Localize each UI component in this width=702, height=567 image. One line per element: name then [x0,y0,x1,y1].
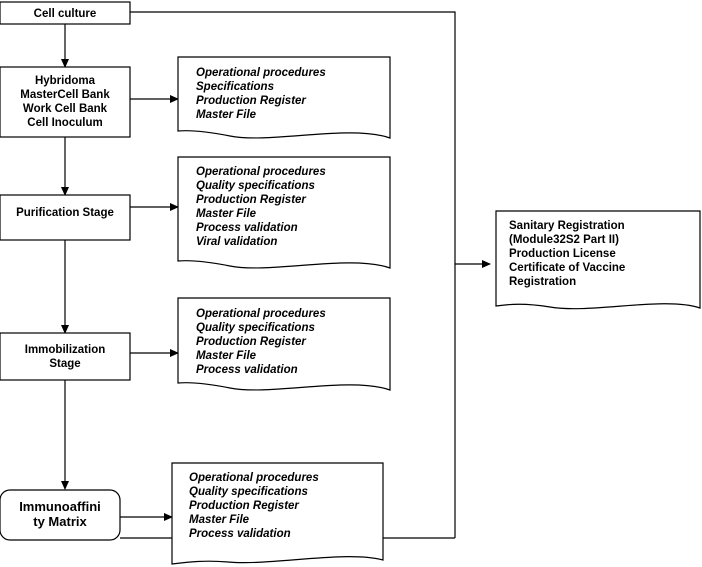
registration-document: Sanitary Registration (Module32S2 Part I… [495,210,701,310]
doc4-line-3: Master File [189,514,250,526]
immobilization-line-1: Stage [49,358,80,370]
doc2-line-0: Operational procedures [196,166,326,178]
document-3: Operational procedures Quality specifica… [177,297,391,391]
doc1-line-3: Master File [196,109,257,121]
doc4-line-1: Quality specifications [189,486,308,498]
purification-stage-box: Purification Stage [0,194,131,241]
registration-line-1: (Module32S2 Part II) [509,234,619,246]
doc2-line-3: Master File [196,208,257,220]
registration-line-3: Certificate of Vaccine [509,262,625,274]
hybridoma-line-2: Work Cell Bank [23,103,108,115]
hybridoma-line-0: Hybridoma [35,75,96,87]
immobilization-line-0: Immobilization [25,344,106,356]
cell-culture-line-0: Cell culture [34,8,97,20]
doc4-line-4: Process validation [189,528,291,540]
doc3-line-2: Production Register [196,336,306,348]
hybridoma-box: Hybridoma MasterCell Bank Work Cell Bank… [0,66,131,138]
doc1-line-2: Production Register [196,95,306,107]
doc1-line-0: Operational procedures [196,67,326,79]
purification-line-0: Purification Stage [16,207,114,219]
registration-line-0: Sanitary Registration [509,220,625,232]
collector-line [130,11,456,538]
doc2-line-4: Process validation [196,222,298,234]
hybridoma-line-1: MasterCell Bank [20,89,110,101]
cell-culture-box: Cell culture [0,1,131,25]
document-4: Operational procedures Quality specifica… [171,462,384,565]
document-2: Operational procedures Quality specifica… [177,156,391,269]
doc3-line-0: Operational procedures [196,308,326,320]
doc4-line-2: Production Register [189,500,299,512]
immunoaffinity-matrix-box: Immunoaffini ty Matrix [0,489,121,541]
immunoaffinity-line-0: Immunoaffini [19,499,101,514]
doc3-line-1: Quality specifications [196,322,315,334]
hybridoma-line-3: Cell Inoculum [27,117,102,129]
registration-line-2: Production License [509,248,616,260]
document-1: Operational procedures Specifications Pr… [177,56,391,139]
registration-line-4: Registration [509,276,576,288]
doc2-line-5: Viral validation [196,236,277,248]
doc4-line-0: Operational procedures [189,472,319,484]
doc2-line-2: Production Register [196,194,306,206]
doc3-line-3: Master File [196,350,257,362]
doc2-line-1: Quality specifications [196,180,315,192]
immobilization-stage-box: Immobilization Stage [0,332,131,381]
doc1-line-1: Specifications [196,81,274,93]
doc3-line-4: Process validation [196,364,298,376]
immunoaffinity-line-1: ty Matrix [33,514,87,529]
